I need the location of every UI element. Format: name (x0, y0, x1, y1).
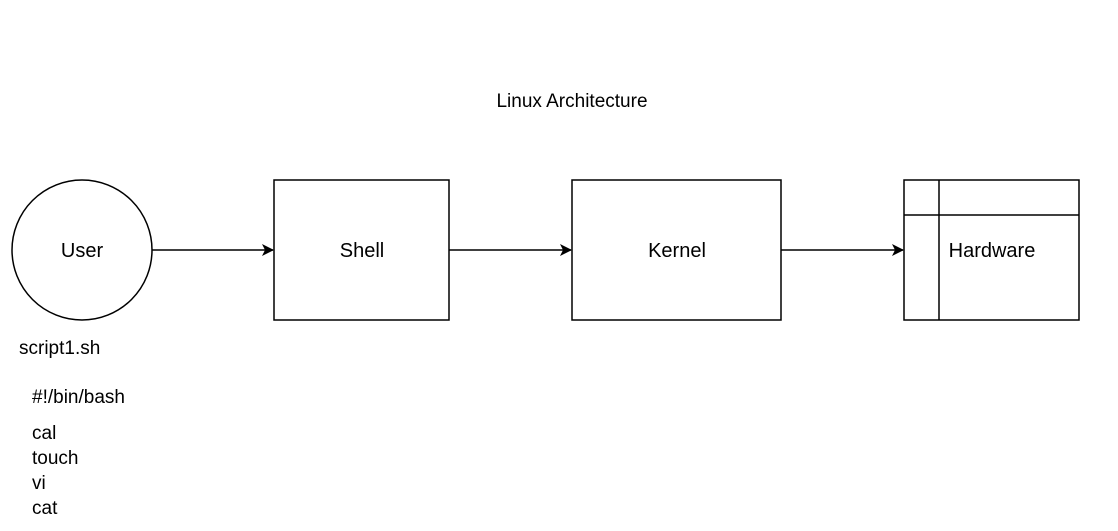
diagram-title: Linux Architecture (496, 91, 648, 112)
user-node-label: User (60, 240, 104, 262)
script-commands-list: cal touch vi cat (32, 421, 78, 521)
script-command: cat (32, 498, 58, 519)
script-command: touch (32, 448, 79, 469)
shell-node-label: Shell (339, 240, 385, 262)
script-filename: script1.sh (19, 338, 101, 359)
hardware-node-label: Hardware (948, 240, 1036, 262)
kernel-node[interactable] (571, 179, 782, 321)
kernel-node-label: Kernel (648, 240, 706, 262)
script-shebang: #!/bin/bash (32, 387, 125, 408)
script-command: vi (32, 473, 46, 494)
hardware-node[interactable] (903, 179, 1080, 321)
script-command: cal (32, 423, 57, 444)
shell-node[interactable] (273, 179, 450, 321)
